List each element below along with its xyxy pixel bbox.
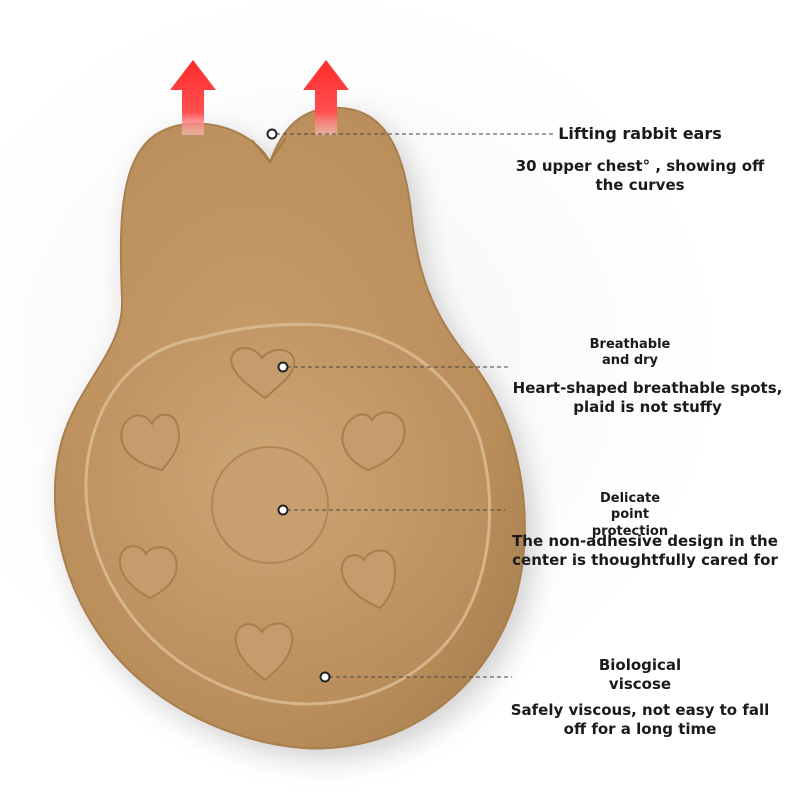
callout-markers	[266, 128, 331, 683]
heart-top	[230, 347, 296, 400]
breathable-hearts	[118, 347, 406, 682]
right-arrow-icon	[303, 60, 349, 135]
lift-arrows	[170, 60, 349, 135]
marker-delicate	[277, 504, 289, 516]
callout-delicate-title: Delicate point protection	[591, 491, 669, 539]
marker-biological	[319, 671, 331, 683]
marker-breathable	[277, 361, 289, 373]
callout-lifting-desc: 30 upper chest° , showing off the curves	[515, 157, 765, 194]
callout-breathable-title: Breathable and dry	[589, 337, 671, 369]
callout-lifting-title: Lifting rabbit ears	[558, 124, 722, 143]
heart-lower-left	[118, 545, 178, 600]
heart-bottom	[234, 622, 294, 682]
callout-biological-desc: Safely viscous, not easy to fall off for…	[510, 701, 770, 738]
ear-notch	[251, 137, 287, 164]
heart-upper-left	[120, 413, 180, 472]
callout-breathable-desc: Heart-shaped breathable spots, plaid is …	[512, 379, 783, 416]
callout-delicate-desc: The non-adhesive design in the center is…	[512, 532, 778, 569]
marker-lifting	[266, 128, 278, 140]
callout-lines	[276, 133, 555, 678]
left-arrow-icon	[170, 60, 216, 135]
heart-upper-right	[341, 411, 406, 472]
callout-biological-title: Biological viscose	[598, 656, 682, 693]
center-non-adhesive-circle	[211, 446, 329, 564]
heart-lower-right	[340, 549, 396, 610]
